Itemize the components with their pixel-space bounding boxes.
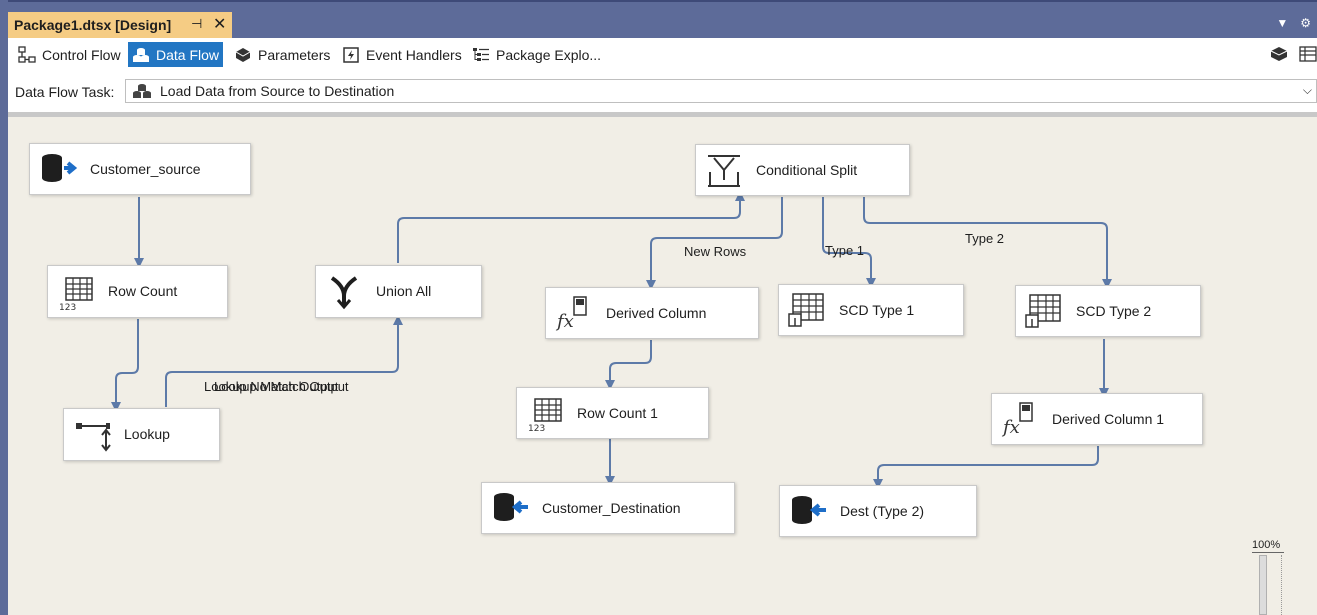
- left-edge: [0, 0, 8, 615]
- union-all-icon: [324, 272, 364, 312]
- parameters-icon: [234, 46, 252, 64]
- row-count-icon: 123: [525, 393, 565, 433]
- tab-control-flow-label: Control Flow: [42, 47, 121, 63]
- tab-data-flow[interactable]: Data Flow: [128, 42, 223, 67]
- tab-control-flow[interactable]: Control Flow: [14, 42, 125, 67]
- tab-parameters[interactable]: Parameters: [230, 42, 334, 67]
- component-scd-type-1[interactable]: SCD Type 1: [778, 284, 964, 336]
- document-tab-title: Package1.dtsx [Design]: [14, 17, 171, 33]
- path-label-type-1: Type 1: [825, 243, 864, 258]
- component-union-all[interactable]: Union All: [315, 265, 482, 318]
- scd-table-icon: [787, 290, 827, 330]
- component-dest-type-2[interactable]: Dest (Type 2): [779, 485, 977, 537]
- component-lookup-label: Lookup: [124, 426, 170, 443]
- designer-toolbar: Control Flow Data Flow Parameters Event …: [8, 38, 1317, 72]
- conditional-split-icon: [704, 150, 744, 190]
- scd-table-icon: [1024, 291, 1064, 331]
- tab-package-explorer[interactable]: Package Explo...: [468, 42, 605, 67]
- lookup-icon: [72, 415, 112, 455]
- path-label-type-2: Type 2: [965, 231, 1004, 246]
- tab-parameters-label: Parameters: [258, 47, 330, 63]
- tab-event-handlers[interactable]: Event Handlers: [338, 42, 466, 67]
- component-row-count-1[interactable]: 123 Row Count 1: [516, 387, 709, 439]
- tab-event-handlers-label: Event Handlers: [366, 47, 462, 63]
- component-customer-destination[interactable]: Customer_Destination: [481, 482, 735, 534]
- derived-column-icon: fx: [1000, 399, 1040, 439]
- toolbar-right-actions: [1269, 44, 1317, 69]
- component-scd-type-2[interactable]: SCD Type 2: [1015, 285, 1201, 337]
- gear-icon[interactable]: ⚙: [1300, 16, 1311, 30]
- svg-text:123: 123: [528, 424, 545, 433]
- svg-text:123: 123: [59, 303, 76, 312]
- component-row-count-label: Row Count: [108, 283, 177, 300]
- derived-column-icon: fx: [554, 293, 594, 333]
- window-controls: ▼ ⚙: [1276, 16, 1311, 30]
- component-row-count[interactable]: 123 Row Count: [47, 265, 228, 318]
- package-explorer-icon: [472, 46, 490, 64]
- event-handlers-icon: [342, 46, 360, 64]
- destination-database-icon: [788, 491, 828, 531]
- component-conditional-split-label: Conditional Split: [756, 162, 857, 179]
- component-conditional-split[interactable]: Conditional Split: [695, 144, 910, 196]
- component-derived-column-label: Derived Column: [606, 305, 706, 322]
- path-split-to-derived-column[interactable]: [651, 197, 782, 285]
- task-selector-dropdown[interactable]: Load Data from Source to Destination ⌵: [125, 79, 1317, 103]
- variables-grid-icon[interactable]: [1299, 44, 1317, 69]
- tab-package-explorer-label: Package Explo...: [496, 47, 601, 63]
- svg-text:fx: fx: [555, 311, 574, 332]
- data-flow-task-icon: [132, 82, 152, 100]
- path-derived1-to-dest2[interactable]: [878, 446, 1098, 484]
- path-label-lookup-match: Lookup Match Output: [214, 379, 338, 394]
- component-scd-type-2-label: SCD Type 2: [1076, 303, 1151, 320]
- component-derived-column-1-label: Derived Column 1: [1052, 411, 1172, 428]
- chevron-down-icon[interactable]: ⌵: [1303, 83, 1312, 98]
- path-derived-to-rowcount1[interactable]: [610, 340, 651, 385]
- zoom-level: 100%: [1252, 539, 1280, 551]
- path-rowcount-to-lookup[interactable]: [116, 319, 138, 407]
- task-selector-bar: Data Flow Task: Load Data from Source to…: [8, 72, 1317, 112]
- component-dest-type-2-label: Dest (Type 2): [840, 503, 924, 520]
- row-count-icon: 123: [56, 272, 96, 312]
- pin-icon[interactable]: ⊣: [191, 16, 202, 32]
- document-tab[interactable]: Package1.dtsx [Design] ⊣ ✕: [8, 12, 232, 38]
- tab-data-flow-label: Data Flow: [156, 47, 219, 63]
- data-flow-canvas[interactable]: New Rows Type 1 Type 2 Lookup No Match O…: [8, 117, 1317, 615]
- document-tab-bar: Package1.dtsx [Design] ⊣ ✕ ▼ ⚙: [0, 0, 1317, 38]
- task-selector-label: Data Flow Task:: [15, 84, 114, 100]
- component-row-count-1-label: Row Count 1: [577, 405, 658, 422]
- dropdown-icon[interactable]: ▼: [1276, 16, 1288, 30]
- zoom-slider[interactable]: [1259, 555, 1267, 615]
- path-label-new-rows: New Rows: [684, 244, 746, 259]
- component-customer-source[interactable]: Customer_source: [29, 143, 251, 195]
- task-selector-value: Load Data from Source to Destination: [160, 83, 394, 99]
- source-database-icon: [38, 149, 78, 189]
- control-flow-icon: [18, 46, 36, 64]
- destination-database-icon: [490, 488, 530, 528]
- component-scd-type-1-label: SCD Type 1: [839, 302, 914, 319]
- close-icon[interactable]: ✕: [213, 14, 226, 34]
- zoom-scale: [1281, 555, 1282, 615]
- component-derived-column-1[interactable]: fx Derived Column 1: [991, 393, 1203, 445]
- component-lookup[interactable]: Lookup: [63, 408, 220, 461]
- package-icon[interactable]: [1269, 44, 1289, 69]
- data-flow-icon: [132, 46, 150, 64]
- zoom-divider: [1252, 552, 1284, 553]
- component-union-all-label: Union All: [376, 283, 431, 300]
- component-customer-source-label: Customer_source: [90, 161, 201, 178]
- svg-text:fx: fx: [1001, 417, 1020, 438]
- component-customer-destination-label: Customer_Destination: [542, 500, 681, 517]
- component-derived-column[interactable]: fx Derived Column: [545, 287, 759, 339]
